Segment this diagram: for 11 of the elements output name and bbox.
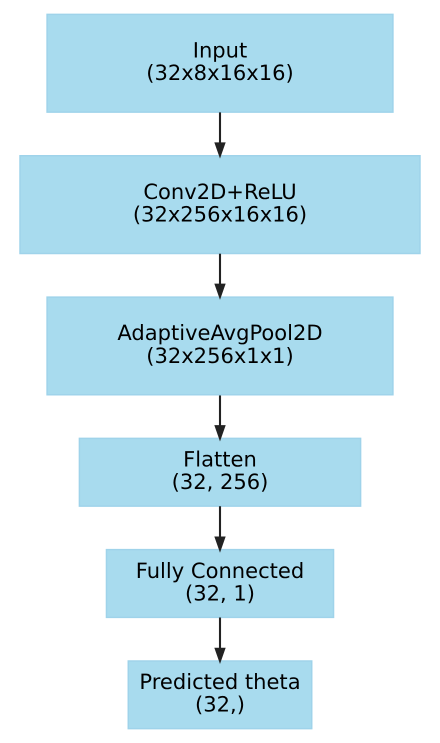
arrow xyxy=(214,254,226,300)
node-box: Flatten (32, 256) xyxy=(78,438,362,507)
node-box: Fully Connected (32, 1) xyxy=(106,548,334,618)
node-box: Predicted theta (32,) xyxy=(128,660,312,730)
node-box: Input (32x8x16x16) xyxy=(46,14,394,113)
arrow xyxy=(214,112,226,159)
node-box: Conv2D+ReLU (32x256x16x16) xyxy=(19,154,421,254)
arrow xyxy=(214,395,226,442)
arrow xyxy=(214,618,226,664)
arrow xyxy=(214,506,226,553)
node-box: AdaptiveAvgPool2D (32x256x1x1) xyxy=(46,296,394,396)
